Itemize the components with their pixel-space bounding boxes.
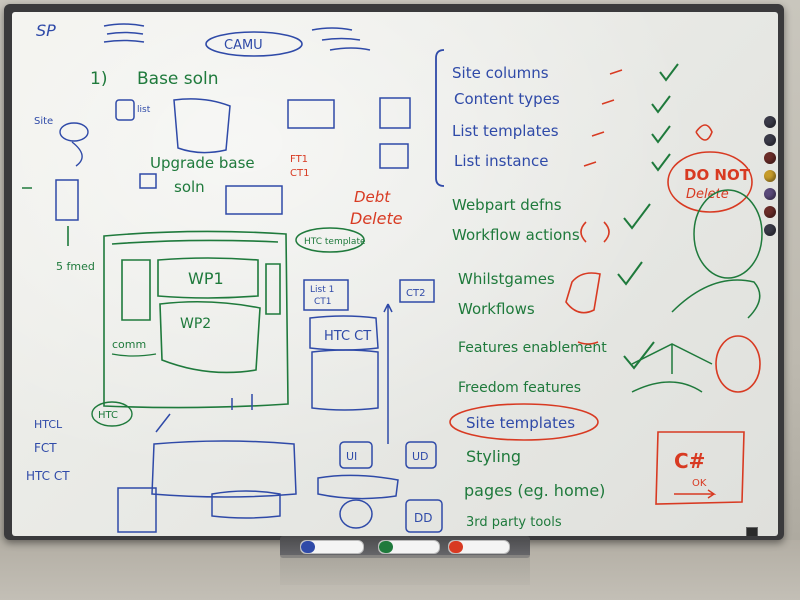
- magnet-1[interactable]: [764, 116, 776, 128]
- ct1-label: CT1: [290, 168, 309, 179]
- middle-item-5: Workflow actions: [452, 226, 580, 244]
- ui-label: UI: [346, 450, 357, 463]
- comm-label: comm: [112, 338, 146, 351]
- ud-label: UD: [412, 450, 429, 463]
- middle-item-11: Styling: [466, 447, 521, 466]
- whiteboard-frame: SP CAMU 1) Base soln: [4, 4, 784, 540]
- c-sharp-label: C#: [674, 449, 705, 473]
- board-glare: [12, 12, 778, 536]
- htc-label: HTC: [98, 410, 118, 421]
- htc-template-label: HTC template: [304, 237, 366, 247]
- wp1-label: WP1: [188, 269, 224, 288]
- middle-item-12: pages (eg. home): [464, 481, 605, 500]
- red-marker[interactable]: [448, 540, 510, 554]
- ct1b-label: CT1: [314, 297, 332, 307]
- magnet-5[interactable]: [764, 188, 776, 200]
- marker-tray-lip: [280, 555, 530, 585]
- middle-item-9: Freedom features: [458, 380, 581, 396]
- middle-list: Site columns Content types List template…: [435, 49, 623, 530]
- dd-label: DD: [414, 511, 432, 525]
- checkmarks: [617, 63, 679, 370]
- list1-label: List 1: [310, 285, 334, 295]
- debt-label: Debt: [354, 188, 391, 206]
- red-marker-cap: [449, 541, 463, 553]
- whiteboard-drawings: SP CAMU 1) Base soln: [22, 21, 763, 533]
- green-marker-cap: [379, 541, 393, 553]
- middle-item-6: Whilstgames: [458, 270, 555, 288]
- ok-label: OK: [692, 478, 707, 489]
- site-mockup: [22, 187, 289, 409]
- sp-label: SP: [36, 21, 56, 40]
- middle-item-0: Site columns: [452, 64, 549, 82]
- middle-item-8: Features enablement: [458, 340, 607, 356]
- camu-label: CAMU: [224, 38, 263, 53]
- board-corner-icon: [746, 527, 758, 536]
- do-not-label: DO NOT: [684, 166, 751, 184]
- middle-item-2: List templates: [452, 122, 559, 140]
- htcl-label: HTCL: [34, 418, 63, 431]
- ct2-label: CT2: [406, 288, 425, 299]
- whiteboard-surface: SP CAMU 1) Base soln: [12, 12, 778, 536]
- middle-item-13: 3rd party tools: [466, 515, 562, 530]
- blue-marker[interactable]: [300, 540, 364, 554]
- fct-label: FCT: [34, 441, 57, 455]
- right-area: DO NOT Delete C# OK: [565, 63, 763, 505]
- site-label: Site: [34, 116, 53, 127]
- soln-label: soln: [174, 178, 205, 196]
- delete-label: Delete: [350, 209, 403, 228]
- magnet-6[interactable]: [764, 206, 776, 218]
- magnet-3[interactable]: [764, 152, 776, 164]
- left-diagram-area: SP CAMU 1) Base soln: [22, 21, 443, 533]
- wp2-label: WP2: [180, 316, 211, 332]
- ft1-label: FT1: [290, 154, 308, 165]
- middle-item-1: Content types: [454, 90, 560, 108]
- middle-item-3: List instance: [454, 152, 549, 170]
- middle-item-7: Workflows: [458, 300, 535, 318]
- htc-ct-label: HTC CT: [324, 329, 371, 344]
- htc-ct-bottom-label: HTC CT: [26, 469, 70, 483]
- magnet-7[interactable]: [764, 224, 776, 236]
- green-marker[interactable]: [378, 540, 440, 554]
- middle-item-4: Webpart defns: [452, 196, 562, 214]
- middle-item-10: Site templates: [466, 414, 575, 432]
- magnet-4[interactable]: [764, 170, 776, 182]
- list-label: list: [137, 105, 151, 115]
- blue-marker-cap: [301, 541, 315, 553]
- delete-right-label: Delete: [686, 187, 729, 202]
- upgrade-base-label: Upgrade base: [150, 154, 255, 172]
- sfeed-label: 5 fmed: [56, 260, 95, 273]
- step1-label: 1): [90, 69, 107, 89]
- base-soln-label: Base soln: [137, 69, 219, 89]
- magnet-2[interactable]: [764, 134, 776, 146]
